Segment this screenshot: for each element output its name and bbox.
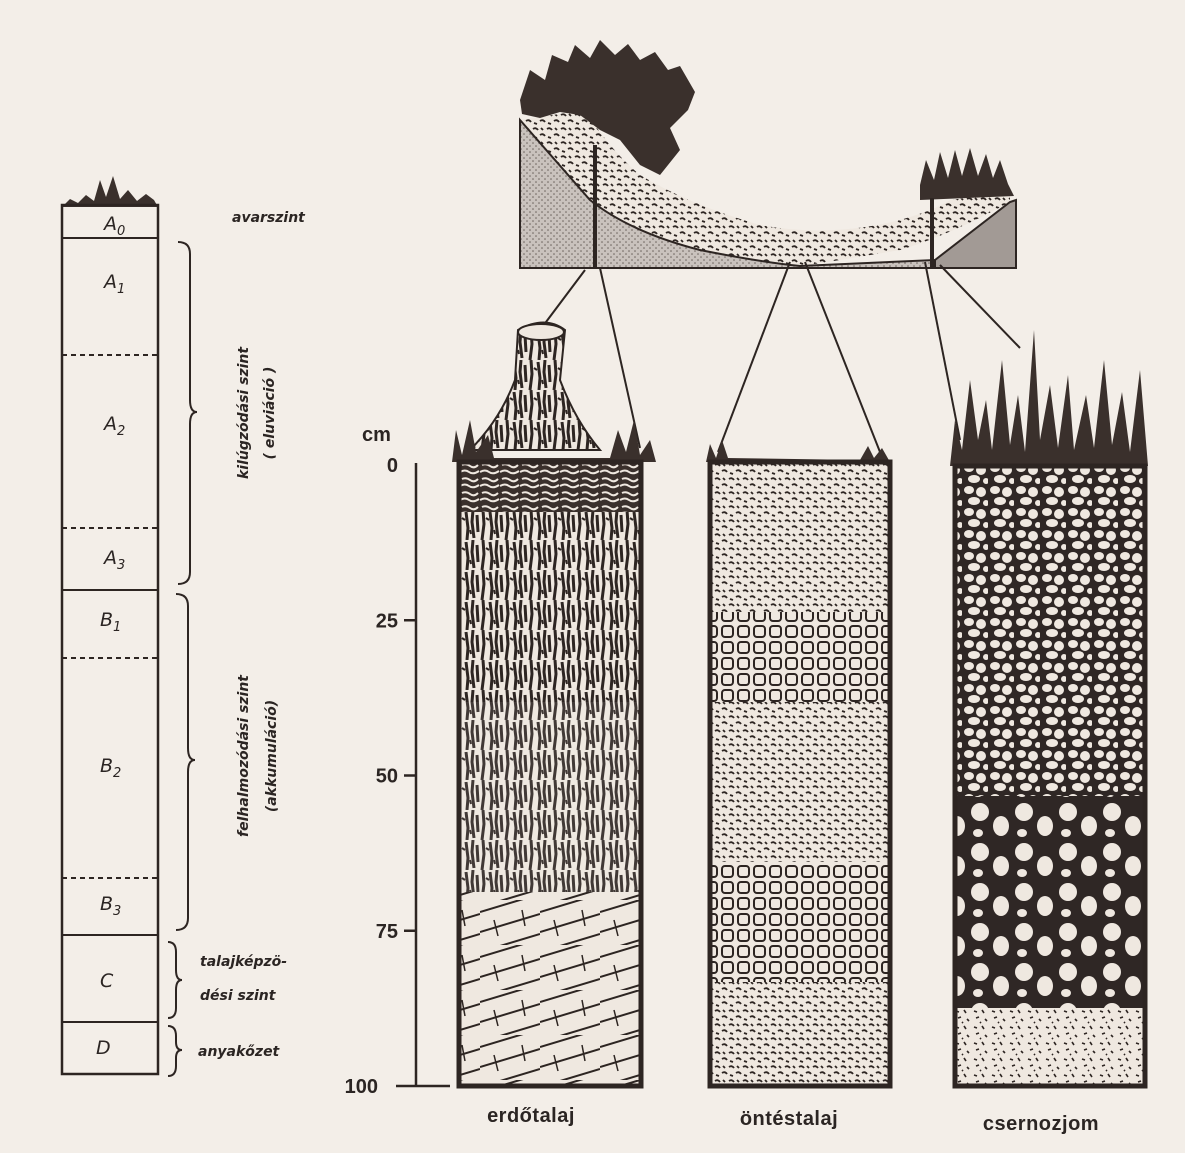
- brace-talajkepzodesi: [168, 942, 182, 1018]
- connector-forest-left: [540, 270, 585, 330]
- stump-top: [518, 324, 564, 340]
- zone-label-desi-szint: dési szint: [200, 988, 277, 1004]
- zone-label-kilugzodasi: kilúgzódási szint: [236, 346, 252, 479]
- horizon-label-d: D: [96, 1037, 111, 1059]
- profile-name-csernozjom: csernozjom: [983, 1113, 1099, 1135]
- zone-label-eluviacio: ( eluviáció ): [262, 367, 278, 460]
- horizon-label-c: C: [100, 970, 114, 992]
- depth-axis: cm 0 25 50 75 100: [345, 424, 450, 1098]
- column-outline: [62, 205, 158, 1074]
- forest-eluvial-horizon: [459, 512, 641, 702]
- profile-connectors: [540, 262, 1020, 452]
- zone-label-akkumulacio: (akkumuláció): [264, 700, 280, 812]
- alluvial-surface-vegetation: [706, 440, 890, 462]
- chernozem-humus-horizon: [955, 466, 1145, 796]
- chernozem-transition-horizon: [955, 796, 1145, 1008]
- horizon-label-b2: B2: [100, 755, 121, 781]
- horizon-label-a0: A0: [102, 213, 125, 239]
- forest-illuvial-horizon: [459, 702, 641, 892]
- zone-annotations: avarszint kilúgzódási szint ( eluviáció …: [168, 210, 306, 1076]
- profile-erdotalaj: [452, 323, 656, 1087]
- landscape-block: [520, 40, 1016, 268]
- alluvial-blocky-layer: [710, 612, 890, 702]
- alluvial-lower-blocky-layer: [710, 862, 890, 982]
- axis-tick-label: 25: [376, 610, 398, 632]
- zone-label-avarszint: avarszint: [232, 210, 306, 226]
- axis-tick-label: 100: [345, 1076, 378, 1098]
- forest-top-horizon: [459, 462, 641, 512]
- profile-csernozjom: [950, 330, 1148, 1086]
- horizon-label-b1: B1: [100, 609, 121, 635]
- profile-ontestalaj: [706, 440, 890, 1086]
- chernozem-grass: [950, 330, 1148, 466]
- horizon-label-a3: A3: [102, 547, 125, 573]
- connector-alluvial-right: [805, 262, 880, 452]
- connector-chern-left: [925, 262, 960, 440]
- zone-label-talajkepzo: talajképzö-: [200, 954, 287, 970]
- profile-name-erdotalaj: erdőtalaj: [487, 1105, 575, 1127]
- axis-unit: cm: [362, 424, 391, 446]
- horizon-label-a2: A2: [102, 413, 125, 439]
- horizon-label-a1: A1: [102, 271, 125, 297]
- tree-stump: [470, 323, 600, 451]
- column-surface-vegetation: [62, 176, 158, 207]
- axis-tick-label: 75: [376, 921, 398, 943]
- alluvial-upper-layer: [710, 462, 890, 612]
- zone-label-felhalmozodasi: felhalmozódási szint: [236, 674, 252, 837]
- profile-name-ontestalaj: öntéstalaj: [740, 1108, 838, 1130]
- alluvial-bottom-layer: [710, 982, 890, 1086]
- brace-felhalmozodasi: [176, 594, 195, 930]
- axis-tick-label: 0: [387, 455, 398, 477]
- brace-anyakozet: [168, 1026, 182, 1076]
- axis-tick-label: 50: [376, 766, 398, 788]
- connector-chern-right: [940, 265, 1020, 348]
- brace-kilugzodasi: [178, 242, 197, 584]
- horizon-label-b3: B3: [100, 893, 121, 919]
- chernozem-loess-horizon: [955, 1008, 1145, 1086]
- landscape-grass-tuft: [920, 148, 1014, 200]
- zone-label-anyakozet: anyakőzet: [198, 1044, 281, 1060]
- alluvial-middle-layer: [710, 702, 890, 862]
- connector-alluvial-left: [718, 262, 790, 452]
- horizon-column: A0 A1 A2 A3 B1 B2 B3 C D: [62, 176, 158, 1074]
- forest-parent-rock: [459, 892, 641, 1086]
